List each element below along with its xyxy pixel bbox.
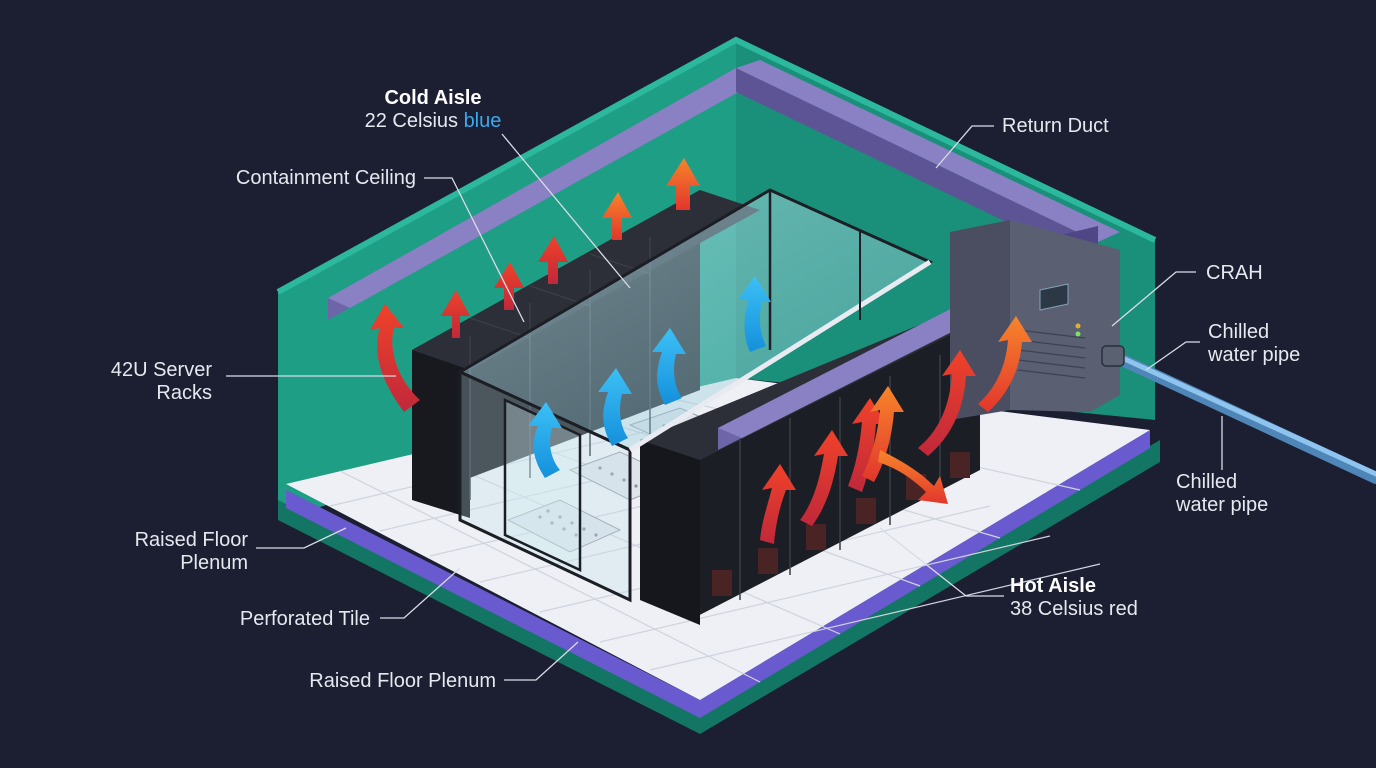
cold-aisle-title: Cold Aisle — [384, 87, 481, 109]
crah-unit-icon — [950, 220, 1120, 420]
server-racks-label-b: Racks — [156, 382, 212, 404]
chilled-pipe-label-2a: Chilled — [1176, 471, 1237, 493]
crah-label: CRAH — [1206, 262, 1263, 284]
hot-aisle-title: Hot Aisle — [1010, 575, 1096, 597]
hot-aisle-temp: 38 Celsius red — [1010, 598, 1138, 620]
cold-aisle-temp: 22 Celsius blue — [365, 110, 502, 132]
cold-aisle-accent: blue — [464, 110, 502, 132]
containment-ceiling-label: Containment Ceiling — [236, 167, 416, 189]
raised-floor-label-1a: Raised Floor — [135, 529, 249, 551]
return-duct-label: Return Duct — [1002, 115, 1109, 137]
chilled-pipe-label-2b: water pipe — [1175, 494, 1268, 516]
perforated-tile-label: Perforated Tile — [240, 608, 370, 630]
chilled-pipe-label-1b: water pipe — [1207, 344, 1300, 366]
chilled-pipe-label-1a: Chilled — [1208, 321, 1269, 343]
raised-floor-label-1b: Plenum — [180, 552, 248, 574]
server-racks-label-a: 42U Server — [111, 359, 212, 381]
raised-floor-label-2: Raised Floor Plenum — [309, 670, 496, 692]
